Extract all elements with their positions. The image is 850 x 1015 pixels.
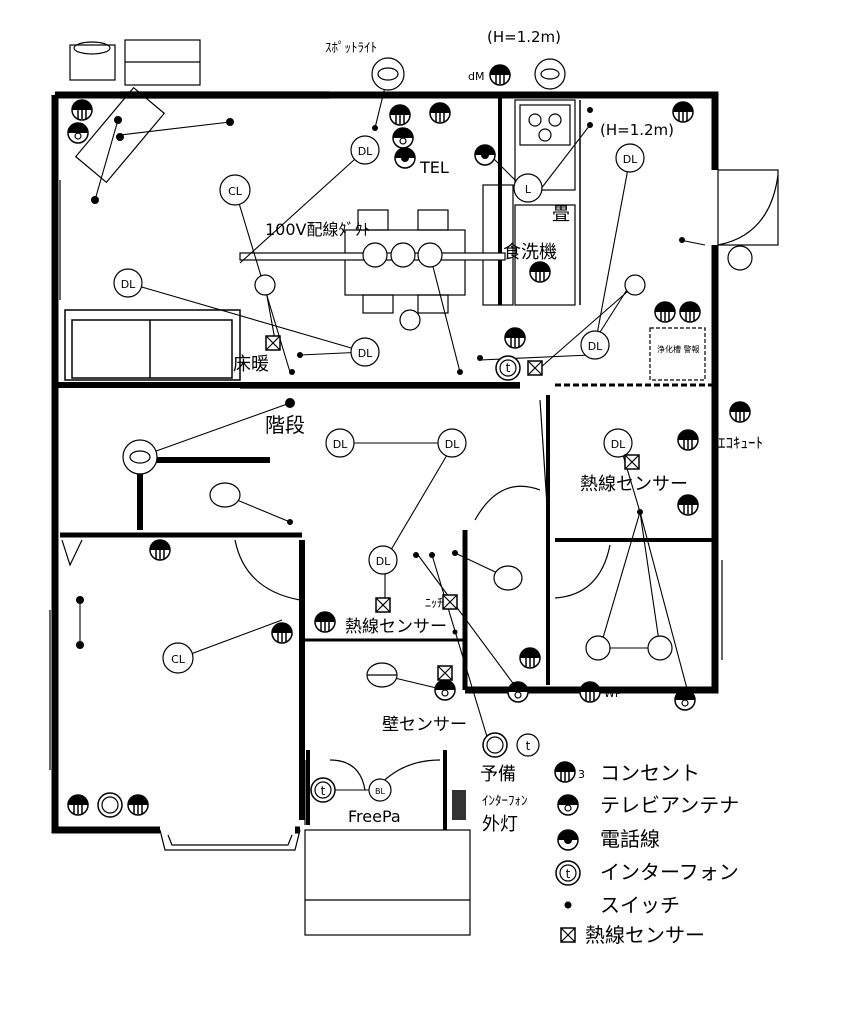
heat-sensor-hall-label: 熱線センサー: [345, 617, 447, 637]
room-labels: ｽﾎﾟｯﾄﾗｲﾄ (H=1.2m) (H=1.2m) dM 100V配線ﾀﾞｸﾄ…: [233, 28, 763, 835]
dl-label: DL: [358, 145, 373, 158]
spare-label: 予備: [480, 764, 516, 785]
heat-sensor-room-label: 熱線センサー: [580, 474, 688, 495]
cabinet: [74, 86, 166, 184]
switches: [76, 107, 685, 649]
freepa-label: FreePa: [348, 807, 401, 826]
dl-light: [437, 428, 467, 458]
bl-light: [368, 778, 392, 802]
legend: 3 t コンセント テレビアンテナ 電話線 インターフォン スイッチ 熱線センサ…: [554, 761, 739, 947]
l-light: [513, 173, 543, 203]
legend-interphone-label: インターフォン: [600, 860, 739, 884]
dl-label: DL: [445, 438, 460, 451]
duct-label: 100V配線ﾀﾞｸﾄ: [265, 220, 371, 239]
cl-label: CL: [171, 653, 186, 666]
spotlight-icon: [122, 57, 566, 475]
legend-heat-sensor-label: 熱線センサー: [585, 923, 705, 947]
legend-outlet-label: コンセント: [600, 761, 700, 785]
sofa: [64, 309, 241, 381]
dl-light: [580, 330, 610, 360]
cl-light: [162, 642, 194, 674]
ceiling-lights: [113, 135, 645, 802]
kitchen-furniture-top: [69, 39, 201, 86]
windows: [49, 91, 723, 936]
dl-label: DL: [588, 340, 603, 353]
dl-light: [350, 337, 380, 367]
stairs-label: 階段: [265, 413, 305, 437]
height-label-right: (H=1.2m): [600, 121, 674, 139]
bl-label: BL: [375, 787, 385, 796]
interphones: [97, 355, 540, 818]
spotlight-label: ｽﾎﾟｯﾄﾗｲﾄ: [325, 41, 377, 56]
dl-label: DL: [358, 347, 373, 360]
outdoor-light-fixture: [452, 790, 466, 820]
dl-label: DL: [623, 153, 638, 166]
dl-label: DL: [611, 438, 626, 451]
septic-alarm-label: 浄化槽 警報: [657, 344, 700, 354]
dl-light: [350, 135, 380, 165]
height-label-top: (H=1.2m): [487, 28, 561, 46]
doors: [61, 169, 779, 825]
dl-light: [615, 143, 645, 173]
dl-label: DL: [333, 438, 348, 451]
dl-light: [113, 268, 143, 298]
outlets: [67, 64, 751, 816]
outdoor-light-label: 外灯: [482, 814, 518, 835]
walls: [51, 91, 719, 834]
wp-label: WP: [604, 687, 622, 700]
dl-light: [325, 428, 355, 458]
interphone-small-label: ｲﾝﾀｰﾌｫﾝ: [482, 794, 528, 809]
tatami-label: 畳: [552, 204, 570, 225]
svg-text:3: 3: [578, 768, 585, 781]
ceiling-light-labels: DL DL CL DL DL DL DL DL DL DL CL L BL: [121, 145, 638, 796]
pendant-lights: [362, 242, 443, 268]
legend-phone-label: 電話線: [600, 827, 660, 851]
dm-label: dM: [468, 70, 484, 83]
dl-light: [603, 428, 633, 458]
wall-sensor-label: 壁センサー: [382, 715, 467, 735]
dl-label: DL: [376, 555, 391, 568]
dishwasher-label: 食洗機: [503, 242, 557, 263]
svg-text:t: t: [321, 784, 326, 798]
svg-text:t: t: [566, 867, 571, 881]
legend-switch-label: スイッチ: [600, 893, 680, 917]
ecocute-label: ｴｺｷｭｰﾄ: [718, 434, 763, 452]
floor-heating-label: 床暖: [233, 354, 269, 375]
dl-label: DL: [121, 278, 136, 291]
niche-label: ﾆｯﾁ: [425, 596, 443, 610]
dl-light: [368, 545, 398, 575]
legend-tv-label: テレビアンテナ: [600, 793, 739, 817]
cl-label: CL: [228, 185, 243, 198]
svg-text:t: t: [506, 361, 511, 375]
l-label: L: [525, 183, 532, 196]
interphone-t-marks: t t t: [321, 361, 531, 798]
round-lights: [209, 245, 753, 688]
tel-label: TEL: [419, 158, 449, 177]
svg-text:t: t: [526, 739, 531, 753]
cl-light: [219, 174, 251, 206]
